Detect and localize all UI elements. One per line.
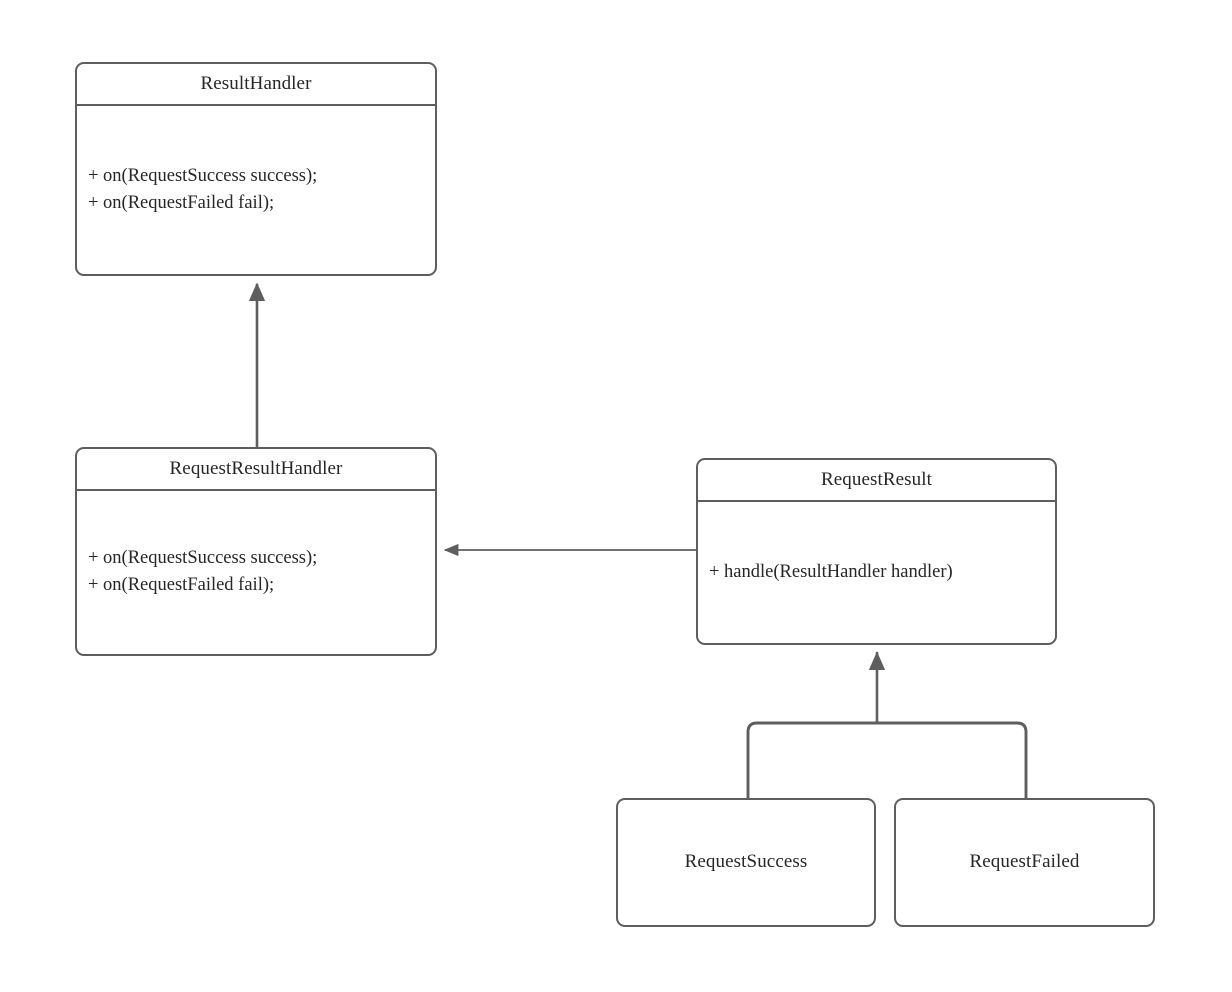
class-title: ResultHandler [200, 73, 312, 94]
uml-class-request-success[interactable]: RequestSuccess [616, 798, 876, 927]
uml-class-result-handler[interactable]: ResultHandler + on(RequestSuccess succes… [75, 62, 437, 276]
class-member: + on(RequestFailed fail); [88, 192, 275, 213]
class-member: + on(RequestSuccess success); [88, 165, 318, 186]
class-title: RequestResult [820, 469, 933, 490]
class-divider [77, 103, 435, 106]
class-divider [77, 488, 435, 491]
connector-generalization-subclasses [746, 651, 1028, 800]
class-members: + handle(ResultHandler handler) [698, 502, 1055, 643]
class-members: + on(RequestSuccess success); + on(Reque… [77, 491, 435, 654]
class-member: + on(RequestFailed fail); [88, 575, 275, 596]
class-divider [698, 499, 1055, 502]
class-member: + on(RequestSuccess success); [88, 548, 318, 569]
uml-class-request-result-handler[interactable]: RequestResultHandler + on(RequestSuccess… [75, 447, 437, 656]
class-title: RequestSuccess [684, 851, 808, 873]
uml-class-request-result[interactable]: RequestResult + handle(ResultHandler han… [696, 458, 1057, 645]
uml-class-request-failed[interactable]: RequestFailed [894, 798, 1155, 927]
class-title: RequestResultHandler [169, 458, 343, 479]
class-members: + on(RequestSuccess success); + on(Reque… [77, 106, 435, 274]
class-title: RequestFailed [969, 851, 1080, 873]
class-member: + handle(ResultHandler handler) [709, 561, 953, 582]
